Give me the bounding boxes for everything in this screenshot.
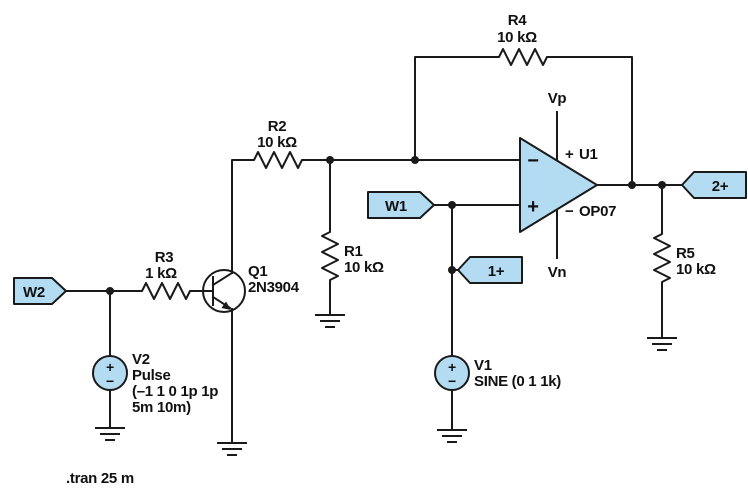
opamp-pos-supply-mark: + [565, 146, 574, 163]
spice-directive: .tran 25 m [66, 470, 134, 487]
resistor-r5: R5 10 kΩ [653, 229, 716, 289]
ground-icon [217, 442, 247, 456]
voltage-source-icon [434, 355, 470, 391]
resistor-r4: R4 10 kΩ [494, 12, 552, 66]
flag-icon [457, 256, 523, 284]
resistor-r3: R3 1 kΩ [137, 249, 197, 300]
source-v2-ref: V2 [132, 351, 150, 368]
terminal-w1-label: W1 [385, 198, 407, 215]
v2-minus-mark: − [106, 373, 114, 389]
terminal-w2-label: W2 [23, 284, 45, 301]
ground-icon [437, 429, 467, 443]
opamp-vn-label: Vn [548, 264, 567, 281]
source-v1: + − V1 SINE (0 1 1k) [434, 355, 562, 391]
resistor-r3-ref: R3 [155, 249, 174, 266]
opamp-neg-supply-mark: − [565, 203, 574, 220]
resistor-r1-ref: R1 [344, 243, 363, 260]
source-v2-type: Pulse [132, 367, 171, 384]
opamp-triangle-icon [519, 137, 598, 233]
flag-icon [681, 171, 747, 199]
ground-icon [315, 314, 345, 328]
source-v2-params1: (–1 1 0 1p 1p [132, 383, 218, 400]
terminal-scope1-label: 1+ [488, 263, 505, 280]
transistor-q1: Q1 2N3904 [202, 263, 300, 313]
opamp-vp-label: Vp [548, 90, 567, 107]
opamp-inverting-mark: − [527, 150, 538, 172]
resistor-r4-value: 10 kΩ [497, 29, 537, 46]
flag-icon [13, 277, 67, 305]
source-v1-type: SINE (0 1 1k) [474, 373, 561, 390]
voltage-source-icon [92, 355, 128, 391]
resistor-r5-value: 10 kΩ [676, 261, 716, 278]
v1-plus-mark: + [448, 359, 456, 375]
source-v2-params2: 5m 10m) [132, 399, 191, 416]
ground-icon [647, 337, 677, 351]
opamp-u1: − + Vp Vn + U1 − OP07 [519, 90, 616, 281]
resistor-r4-ref: R4 [508, 12, 528, 29]
flag-icon [367, 191, 435, 219]
resistor-r1: R1 10 kΩ [321, 227, 384, 287]
opamp-ref: U1 [579, 146, 598, 163]
transistor-q1-part: 2N3904 [248, 279, 300, 296]
resistor-r5-ref: R5 [676, 245, 695, 262]
resistor-r1-value: 10 kΩ [344, 259, 384, 276]
terminal-scope2-label: 2+ [712, 178, 729, 195]
resistor-r3-value: 1 kΩ [145, 265, 177, 282]
transistor-q1-ref: Q1 [248, 263, 267, 280]
resistor-r2: R2 10 kΩ [249, 118, 307, 169]
ground-symbols [95, 314, 677, 456]
resistor-r2-ref: R2 [268, 118, 287, 135]
emitter-arrow-icon [221, 301, 231, 310]
ground-icon [95, 427, 125, 441]
v1-minus-mark: − [448, 373, 456, 389]
terminal-w1: W1 [367, 191, 435, 219]
opamp-part: OP07 [579, 203, 616, 220]
resistor-r2-value: 10 kΩ [257, 134, 297, 151]
terminal-scope2: 2+ [681, 171, 747, 199]
source-v1-ref: V1 [474, 357, 492, 374]
opamp-noninverting-mark: + [527, 196, 538, 218]
terminal-scope1: 1+ [457, 256, 523, 284]
v2-plus-mark: + [106, 359, 114, 375]
terminal-w2: W2 [13, 277, 67, 305]
junction-dots [106, 156, 666, 295]
source-v2: + − V2 Pulse (–1 1 0 1p 1p 5m 10m) [92, 351, 219, 416]
